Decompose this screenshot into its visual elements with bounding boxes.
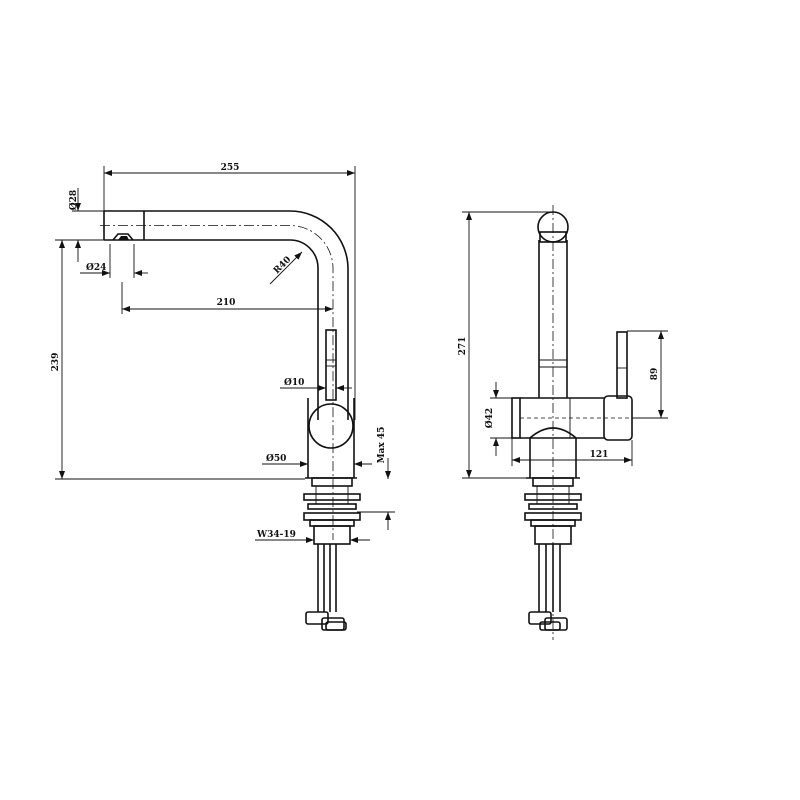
front-mounting xyxy=(524,477,582,631)
lever-height-label: 89 xyxy=(650,368,660,381)
thread-label: W34-19 xyxy=(256,530,296,540)
side-diameter-label: Ø42 xyxy=(484,408,495,428)
front-view: 271 89 Ø42 121 xyxy=(458,205,668,640)
side-body xyxy=(305,398,357,479)
bend-radius-label: R40 xyxy=(272,255,293,276)
front-height-label: 271 xyxy=(458,337,468,356)
body-diameter-label: Ø50 xyxy=(266,453,286,464)
dimension-lever-diameter: Ø10 xyxy=(280,372,352,392)
body-width-label: 121 xyxy=(590,450,609,460)
deck-thickness-label: Max 45 xyxy=(377,427,387,464)
side-lever xyxy=(325,329,337,401)
dimension-front-height: 271 xyxy=(458,211,553,479)
spout-reach-label: 210 xyxy=(217,298,236,308)
dimension-aerator-diameter: Ø24 xyxy=(80,244,148,278)
aerator-diameter-label: Ø24 xyxy=(86,262,106,273)
dimension-thread: W34-19 xyxy=(255,530,370,543)
outlet-diameter-label: Ø28 xyxy=(68,190,79,210)
side-view: 255 Ø28 Ø24 R40 210 xyxy=(51,163,395,631)
dimension-body-width: 121 xyxy=(511,438,633,466)
spout-pipe xyxy=(100,210,349,540)
dimension-deck-thickness: Max 45 xyxy=(357,427,395,530)
dimension-overall-width: 255 xyxy=(103,163,356,420)
dimension-body-diameter: Ø50 xyxy=(262,453,372,467)
dimension-overall-height: 239 xyxy=(51,239,305,480)
dimension-spout-reach: 210 xyxy=(121,282,333,314)
front-body xyxy=(511,395,633,479)
dimension-bend-radius: R40 xyxy=(269,251,303,285)
lever-diameter-label: Ø10 xyxy=(284,377,304,388)
overall-height-label: 239 xyxy=(51,353,61,372)
dimension-side-diameter: Ø42 xyxy=(484,382,512,456)
overall-width-label: 255 xyxy=(221,163,240,173)
dimension-lever-height: 89 xyxy=(627,330,668,419)
side-mounting xyxy=(303,477,361,631)
front-lever xyxy=(616,331,628,399)
dimension-outlet-diameter: Ø28 xyxy=(68,188,104,262)
